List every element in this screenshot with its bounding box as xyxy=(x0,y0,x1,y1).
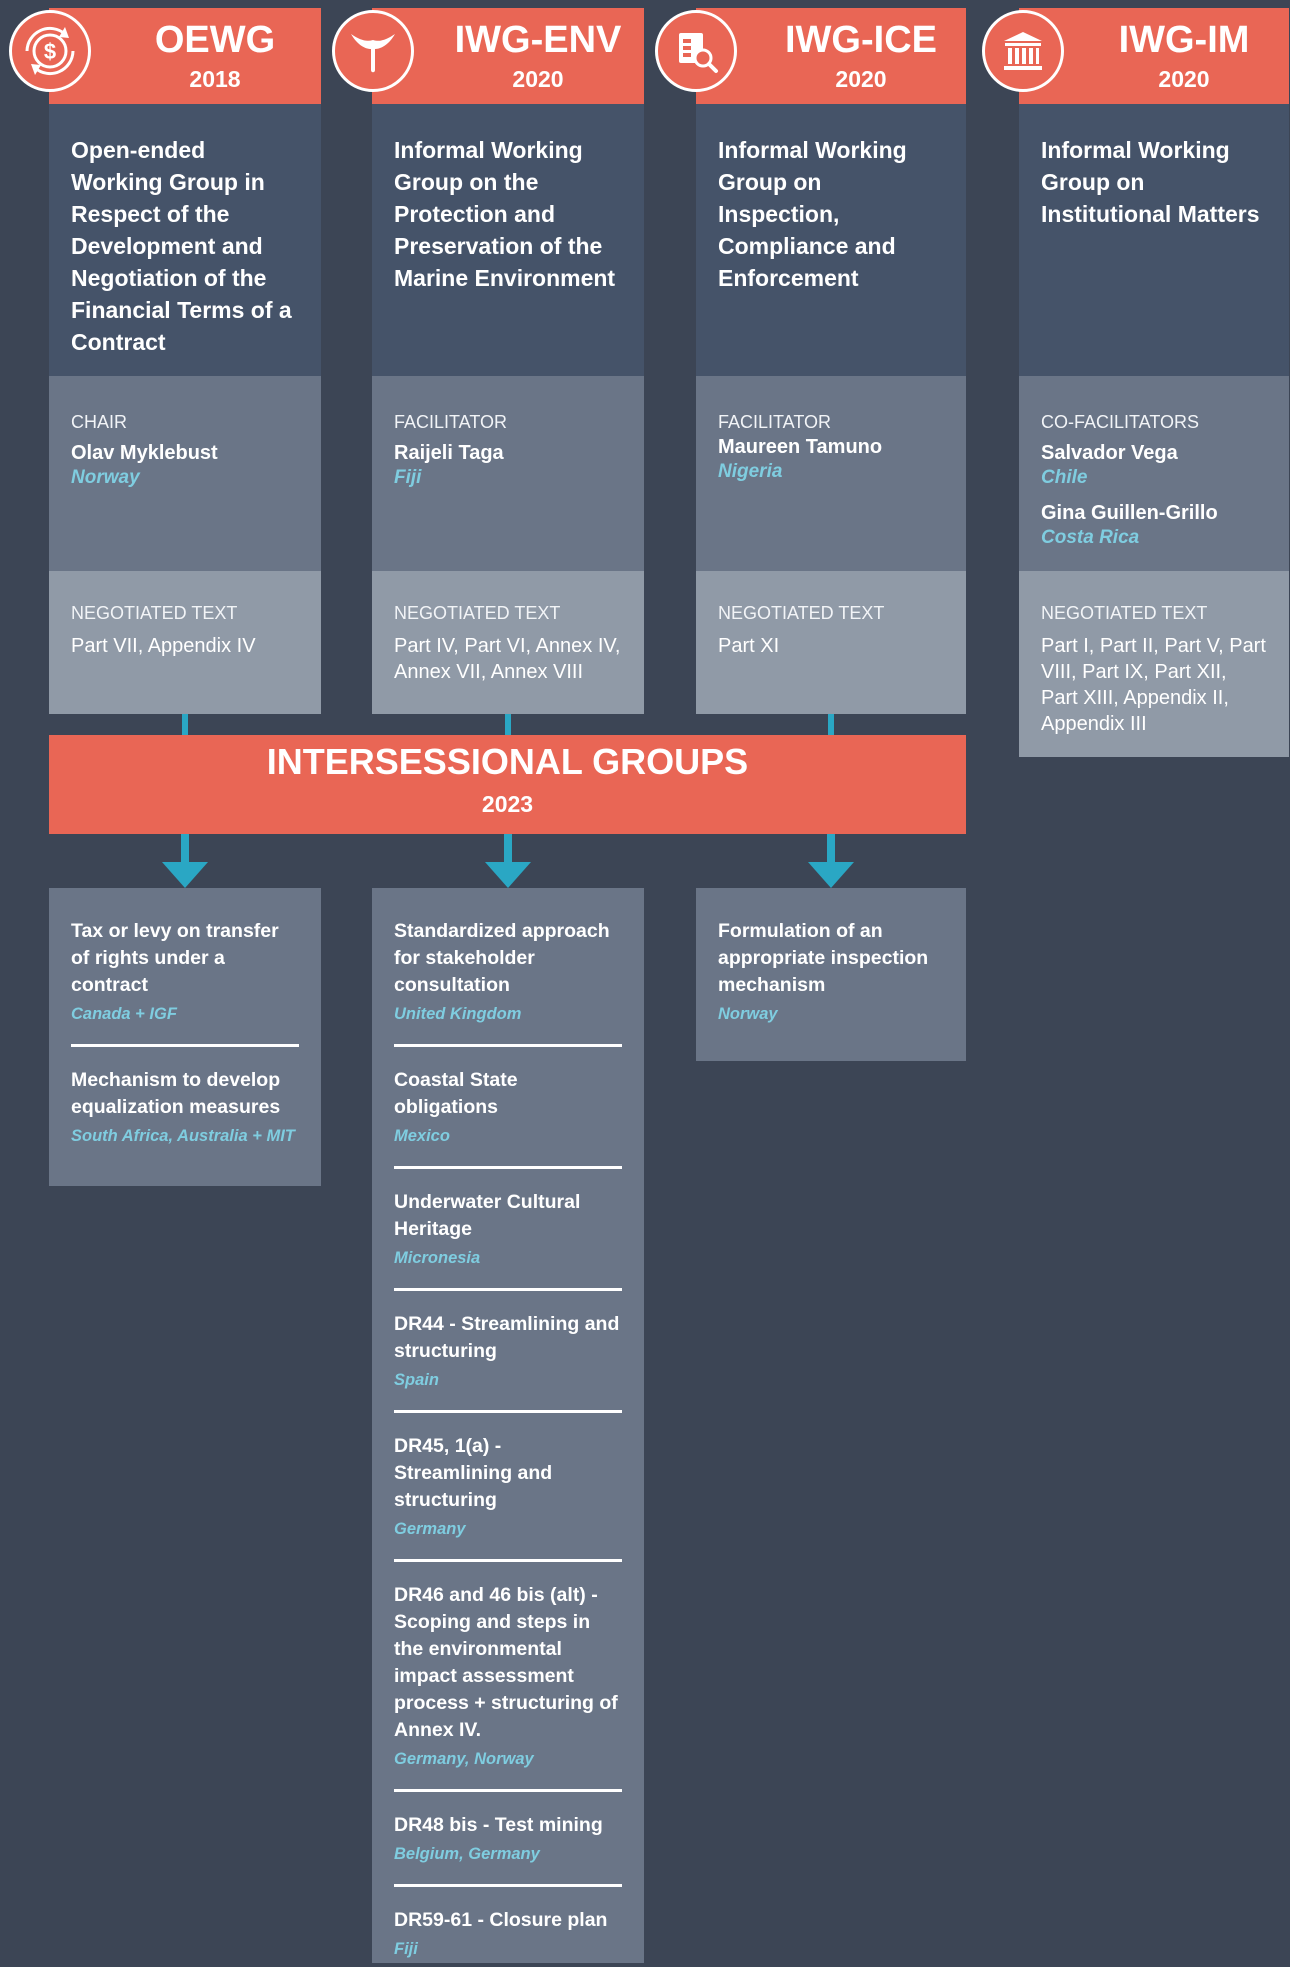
topic-title: Mechanism to develop equalization measur… xyxy=(71,1069,281,1118)
topic-title: Coastal State obligations xyxy=(394,1069,518,1118)
topic-countries: Micronesia xyxy=(394,1249,481,1267)
topic-item: DR44 - Streamlining and structuring Spai… xyxy=(394,1311,622,1413)
negotiated-text-label: NEGOTIATED TEXT xyxy=(71,603,238,623)
whale-tail-icon xyxy=(332,10,414,92)
arrow-down-icon xyxy=(485,862,531,888)
topic-item: Underwater Cultural Heritage Micronesia xyxy=(394,1189,622,1291)
topic-item: DR46 and 46 bis (alt) - Scoping and step… xyxy=(394,1582,622,1792)
topic-title: DR46 and 46 bis (alt) - Scoping and step… xyxy=(394,1584,618,1741)
role-panel: FACILITATOR Maureen Tamuno Nigeria xyxy=(696,376,966,571)
group-year: 2020 xyxy=(835,66,887,92)
group-year: 2020 xyxy=(1158,66,1210,92)
topic-list-iwg-env: Standardized approach for stakeholder co… xyxy=(372,888,644,1963)
group-header-iwg-ice: IWG-ICE 2020 xyxy=(696,8,966,104)
negotiated-text-label: NEGOTIATED TEXT xyxy=(718,603,885,623)
person-country: Costa Rica xyxy=(1041,527,1140,548)
negotiated-text-panel: NEGOTIATED TEXT Part XI xyxy=(696,571,966,714)
topic-countries: United Kingdom xyxy=(394,1005,522,1023)
arrow-stem xyxy=(504,834,512,864)
document-search-icon xyxy=(655,10,737,92)
group-title: Informal Working Group on Inspection, Co… xyxy=(696,104,966,376)
group-code: IWG-ICE xyxy=(785,19,937,61)
person-country: Fiji xyxy=(394,467,422,488)
arrow-stem xyxy=(827,834,835,864)
person-name: Maureen Tamuno xyxy=(718,436,883,458)
topic-item: Tax or levy on transfer of rights under … xyxy=(71,918,299,1047)
topic-title: DR45, 1(a) - Streamlining and structurin… xyxy=(394,1435,553,1511)
topic-countries: Norway xyxy=(718,1005,778,1023)
person-name: Salvador Vega xyxy=(1041,442,1178,464)
topic-title: Underwater Cultural Heritage xyxy=(394,1191,581,1240)
person-name: Gina Guillen-Grillo xyxy=(1041,502,1218,524)
topic-title: DR44 - Streamlining and structuring xyxy=(394,1313,620,1362)
topic-list-iwg-ice: Formulation of an appropriate inspection… xyxy=(696,888,966,1061)
arrow-down-icon xyxy=(808,862,854,888)
negotiated-text-value: Part XI xyxy=(718,635,780,657)
group-code: IWG-ENV xyxy=(454,19,622,61)
role-panel: FACILITATOR Raijeli Taga Fiji xyxy=(372,376,644,571)
topic-item: Mechanism to develop equalization measur… xyxy=(71,1067,299,1154)
topic-item: DR48 bis - Test mining Belgium, Germany xyxy=(394,1812,622,1887)
group-year: 2020 xyxy=(512,66,564,92)
topic-title: DR59-61 - Closure plan xyxy=(394,1909,608,1931)
connector-line xyxy=(182,714,188,735)
person-name: Olav Myklebust xyxy=(71,442,218,464)
svg-text:$: $ xyxy=(44,39,56,64)
topic-list-oewg: Tax or levy on transfer of rights under … xyxy=(49,888,321,1186)
intersessional-banner: INTERSESSIONAL GROUPS 2023 xyxy=(49,735,966,834)
role-label: CHAIR xyxy=(71,412,128,432)
role-label: CO-FACILITATORS xyxy=(1041,412,1200,432)
negotiated-text-panel: NEGOTIATED TEXT Part I, Part II, Part V,… xyxy=(1019,571,1289,757)
topic-countries: Canada + IGF xyxy=(71,1005,177,1023)
negotiated-text-value: Part IV, Part VI, Annex IV, Annex VII, A… xyxy=(394,635,621,683)
negotiated-text-label: NEGOTIATED TEXT xyxy=(394,603,561,623)
group-title: Informal Working Group on Institutional … xyxy=(1019,104,1289,376)
institution-building-icon xyxy=(982,10,1064,92)
group-header-iwg-im: IWG-IM 2020 xyxy=(1019,8,1289,104)
intersessional-year: 2023 xyxy=(481,791,534,817)
topic-countries: Mexico xyxy=(394,1127,450,1145)
group-title: Open-ended Working Group in Respect of t… xyxy=(49,104,321,376)
group-code: OEWG xyxy=(154,19,276,61)
topic-item: DR59-61 - Closure plan Fiji xyxy=(394,1907,622,1967)
arrow-down-icon xyxy=(162,862,208,888)
topic-title: DR48 bis - Test mining xyxy=(394,1814,603,1836)
connector-line xyxy=(505,714,511,735)
topic-countries: South Africa, Australia + MIT xyxy=(71,1127,295,1145)
person-name: Raijeli Taga xyxy=(394,442,504,464)
negotiated-text-label: NEGOTIATED TEXT xyxy=(1041,603,1208,623)
topic-title: Formulation of an appropriate inspection… xyxy=(718,920,929,996)
topic-countries: Fiji xyxy=(394,1940,418,1958)
person-country: Norway xyxy=(71,467,140,488)
person-country: Nigeria xyxy=(718,461,783,482)
group-header-iwg-env: IWG-ENV 2020 xyxy=(372,8,644,104)
intersessional-title: INTERSESSIONAL GROUPS xyxy=(266,741,749,782)
role-label: FACILITATOR xyxy=(718,412,832,432)
group-code: IWG-IM xyxy=(1118,19,1250,61)
negotiated-text-value: Part VII, Appendix IV xyxy=(71,635,256,657)
topic-item: Standardized approach for stakeholder co… xyxy=(394,918,622,1047)
topic-countries: Spain xyxy=(394,1371,439,1389)
role-panel: CO-FACILITATORS Salvador Vega Chile Gina… xyxy=(1019,376,1289,571)
group-title: Informal Working Group on the Protection… xyxy=(372,104,644,376)
negotiated-text-panel: NEGOTIATED TEXT Part VII, Appendix IV xyxy=(49,571,321,714)
topic-countries: Belgium, Germany xyxy=(394,1845,540,1863)
role-panel: CHAIR Olav Myklebust Norway xyxy=(49,376,321,571)
role-label: FACILITATOR xyxy=(394,412,508,432)
topic-countries: Germany xyxy=(394,1520,466,1538)
negotiated-text-value: Part I, Part II, Part V, Part VIII, Part… xyxy=(1041,635,1266,735)
dollar-cycle-icon: $ xyxy=(9,10,91,92)
group-header-oewg: OEWG 2018 xyxy=(49,8,321,104)
arrow-stem xyxy=(181,834,189,864)
person-country: Chile xyxy=(1041,467,1088,488)
topic-title: Standardized approach for stakeholder co… xyxy=(394,920,610,996)
topic-countries: Germany, Norway xyxy=(394,1750,534,1768)
topic-item: Formulation of an appropriate inspection… xyxy=(718,918,944,1032)
topic-item: DR45, 1(a) - Streamlining and structurin… xyxy=(394,1433,622,1562)
group-year: 2018 xyxy=(189,66,241,92)
negotiated-text-panel: NEGOTIATED TEXT Part IV, Part VI, Annex … xyxy=(372,571,644,714)
topic-item: Coastal State obligations Mexico xyxy=(394,1067,622,1169)
topic-title: Tax or levy on transfer of rights under … xyxy=(71,920,279,996)
connector-line xyxy=(828,714,834,735)
